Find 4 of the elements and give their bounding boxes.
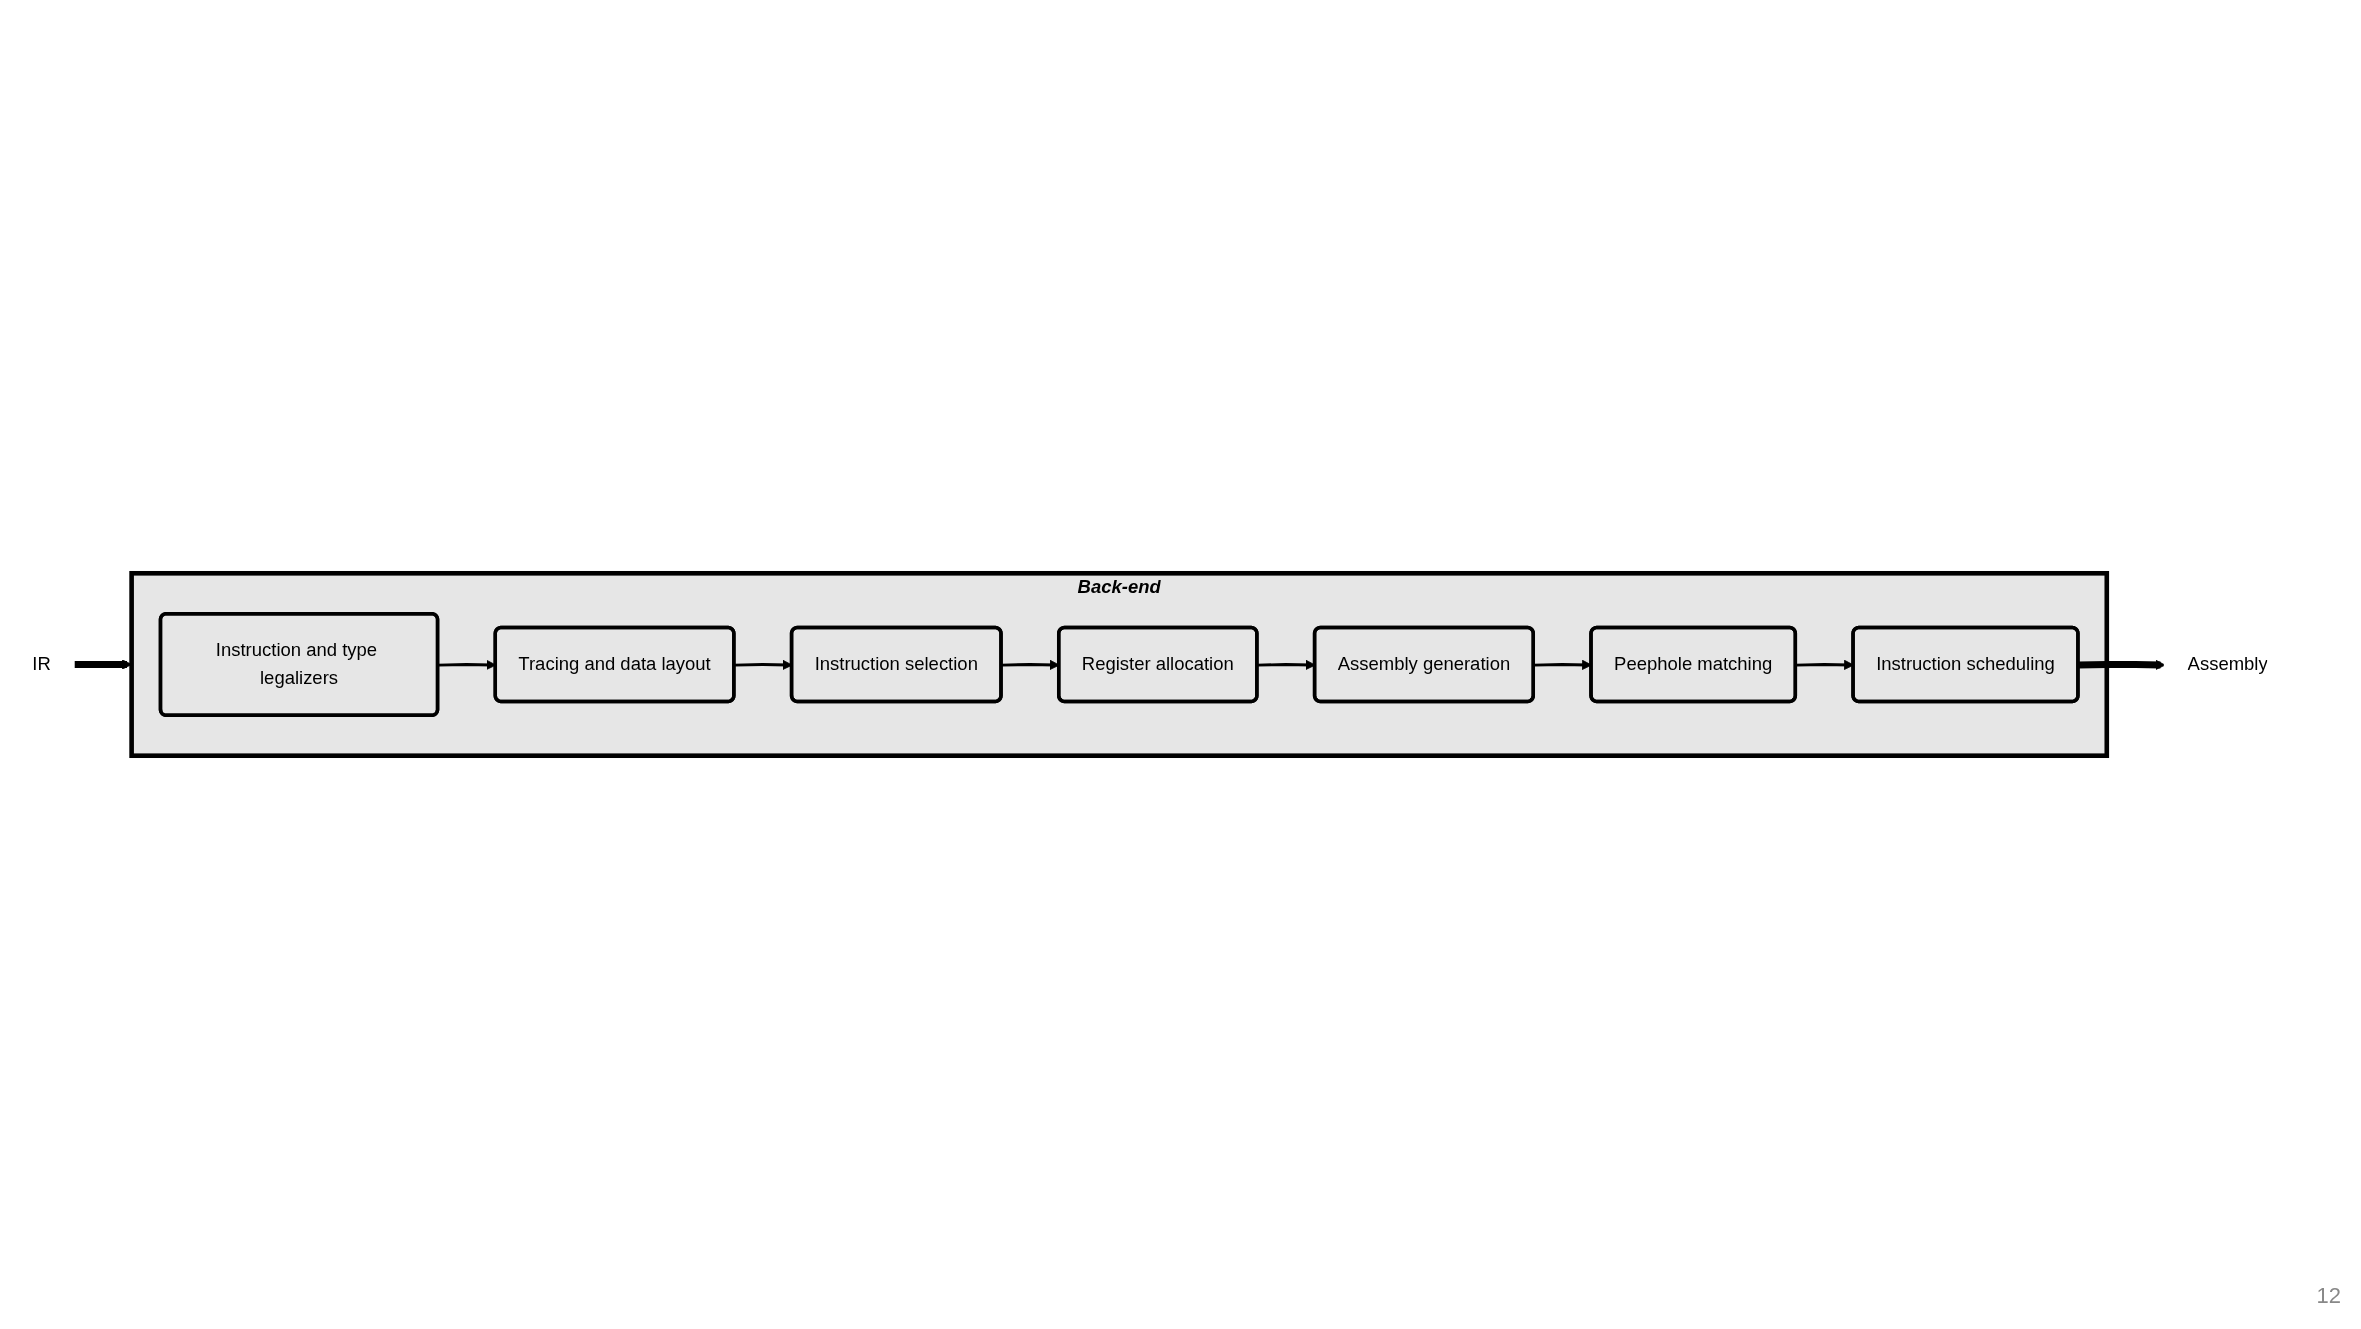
node-text: Assembly [2187,654,2268,674]
arrow [73,659,133,670]
node-text: IR [32,654,51,674]
page-number: 12 [2316,1283,2341,1308]
